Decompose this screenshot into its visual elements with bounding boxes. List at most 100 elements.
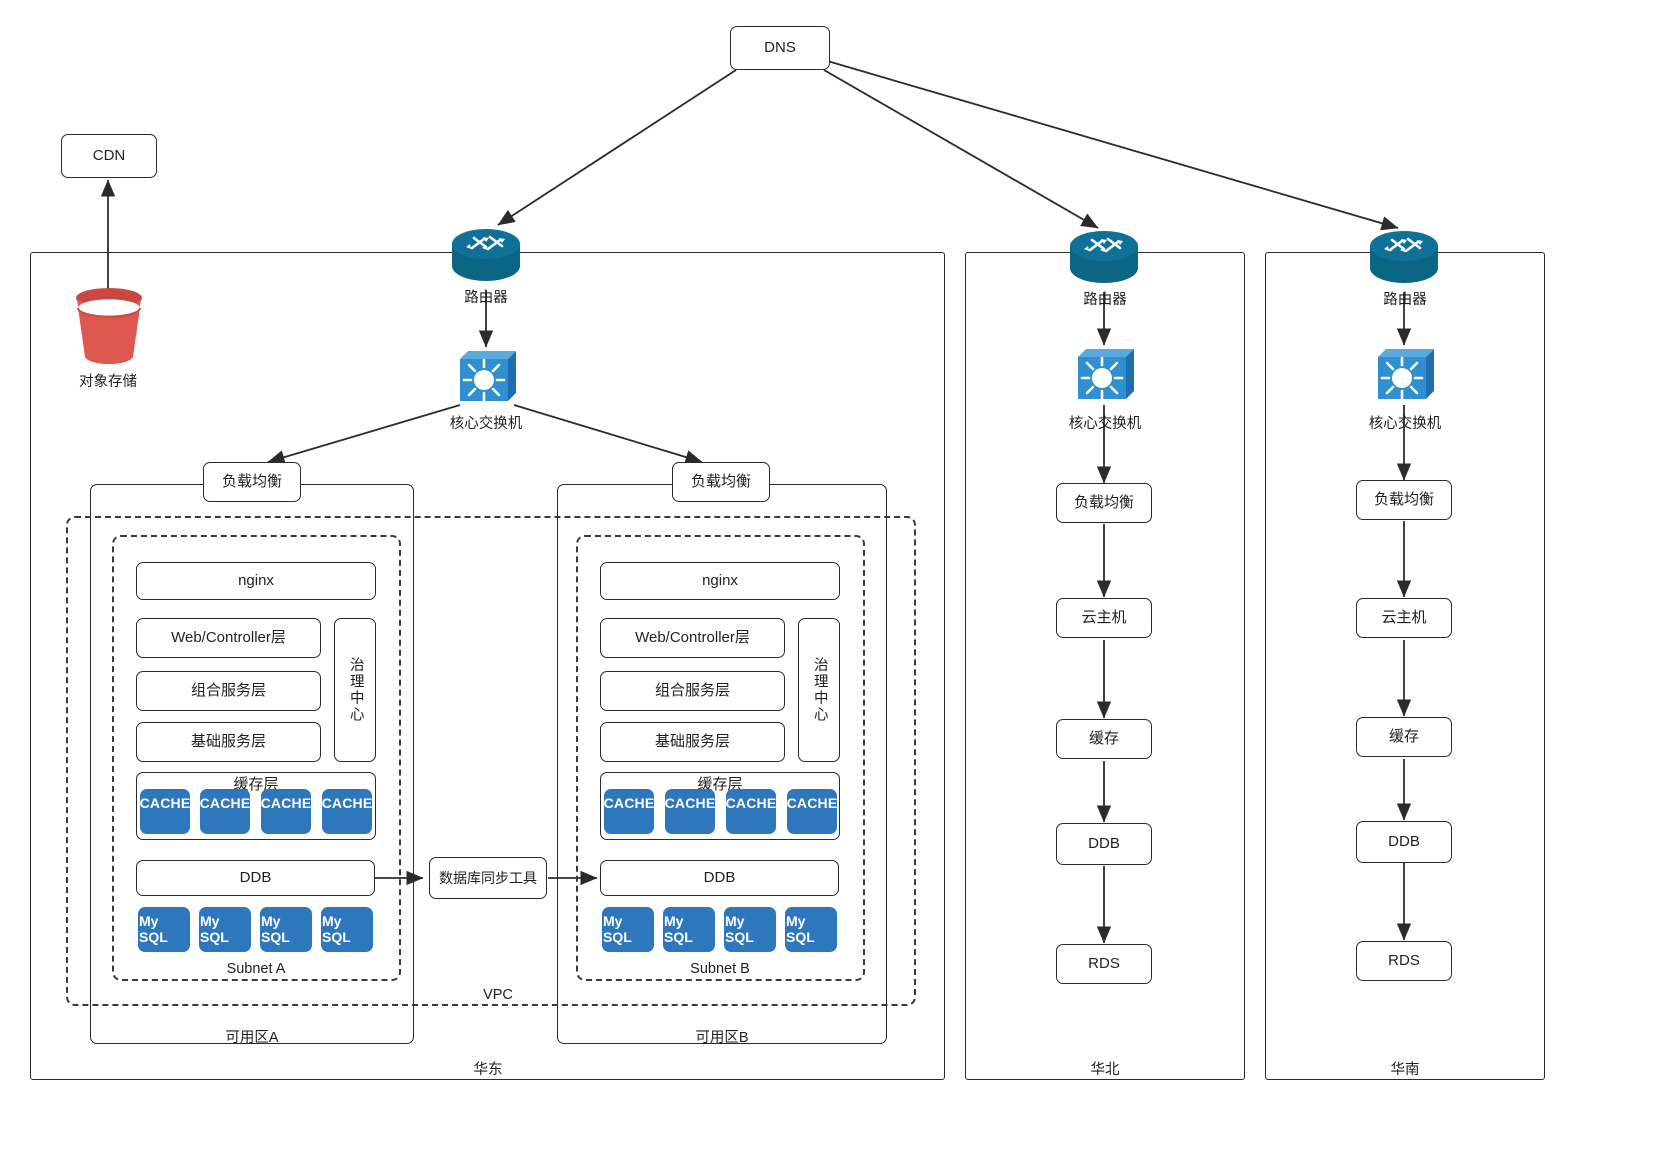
cache-node[interactable]: CACHE	[261, 789, 311, 834]
cache-node[interactable]: CACHE	[322, 789, 372, 834]
rds-north[interactable]: RDS	[1056, 944, 1152, 984]
cache-node-label: CACHE	[725, 795, 777, 811]
load-balancer-zone-b-label: 负载均衡	[690, 473, 751, 490]
ddb-north-label: DDB	[1088, 835, 1120, 852]
router-icon-east	[450, 224, 522, 286]
object-storage-bucket-icon	[72, 286, 146, 366]
region-south-label: 华南	[1390, 1062, 1420, 1078]
mysql-node-label: My SQL	[725, 913, 754, 945]
core-switch-east-label: 核心交换机	[449, 416, 523, 432]
subnet-b-boundary	[576, 535, 865, 981]
composite-service-layer-zone-a-label: 组合服务层	[190, 682, 266, 699]
ddb-south-label: DDB	[1388, 833, 1420, 850]
load-balancer-north[interactable]: 负载均衡	[1056, 483, 1152, 523]
web-controller-layer-zone-b-label: Web/Controller层	[635, 629, 750, 646]
database-sync-tool-label: 数据库同步工具	[439, 869, 537, 886]
nginx-zone-a[interactable]: nginx	[136, 562, 376, 600]
governance-center-zone-a[interactable]: 治理中心	[334, 618, 376, 762]
governance-center-zone-a-label: 治理中心	[347, 657, 364, 723]
composite-service-layer-zone-b-label: 组合服务层	[654, 682, 730, 699]
cache-north-label: 缓存	[1088, 730, 1119, 747]
cache-node[interactable]: CACHE	[726, 789, 776, 834]
router-east-label: 路由器	[464, 290, 508, 306]
load-balancer-zone-b[interactable]: 负载均衡	[672, 462, 770, 502]
mysql-node[interactable]: My SQL	[199, 907, 251, 952]
nginx-zone-b-label: nginx	[702, 572, 738, 589]
basic-service-layer-zone-a[interactable]: 基础服务层	[136, 722, 321, 762]
cloud-host-north[interactable]: 云主机	[1056, 598, 1152, 638]
cache-node-label: CACHE	[139, 795, 191, 811]
mysql-node[interactable]: My SQL	[724, 907, 776, 952]
web-controller-layer-zone-a-label: Web/Controller层	[171, 629, 286, 646]
cdn-node[interactable]: CDN	[61, 134, 157, 178]
load-balancer-south-label: 负载均衡	[1373, 491, 1434, 508]
core-switch-icon-south	[1370, 343, 1438, 405]
cache-node-label: CACHE	[260, 795, 312, 811]
load-balancer-south[interactable]: 负载均衡	[1356, 480, 1452, 520]
nginx-zone-b[interactable]: nginx	[600, 562, 840, 600]
subnet-a-label: Subnet A	[226, 961, 286, 977]
mysql-node[interactable]: My SQL	[602, 907, 654, 952]
cache-south-label: 缓存	[1388, 728, 1419, 745]
mysql-node-label: My SQL	[603, 913, 632, 945]
basic-service-layer-zone-a-label: 基础服务层	[190, 733, 266, 750]
mysql-node-label: My SQL	[664, 913, 693, 945]
cache-node[interactable]: CACHE	[787, 789, 837, 834]
database-sync-tool[interactable]: 数据库同步工具	[429, 857, 547, 899]
ddb-zone-b[interactable]: DDB	[600, 860, 839, 896]
cache-node[interactable]: CACHE	[200, 789, 250, 834]
governance-center-zone-b-label: 治理中心	[811, 657, 828, 723]
availability-zone-a-label: 可用区A	[225, 1030, 279, 1046]
load-balancer-zone-a[interactable]: 负载均衡	[203, 462, 301, 502]
mysql-node[interactable]: My SQL	[663, 907, 715, 952]
mysql-node[interactable]: My SQL	[321, 907, 373, 952]
cloud-host-south-label: 云主机	[1381, 609, 1427, 626]
dns-node[interactable]: DNS	[730, 26, 830, 70]
mysql-node-label: My SQL	[261, 913, 290, 945]
composite-service-layer-zone-a[interactable]: 组合服务层	[136, 671, 321, 711]
cache-south[interactable]: 缓存	[1356, 717, 1452, 757]
rds-south-label: RDS	[1388, 952, 1420, 969]
cache-north[interactable]: 缓存	[1056, 719, 1152, 759]
mysql-node-label: My SQL	[200, 913, 229, 945]
rds-north-label: RDS	[1088, 955, 1120, 972]
vpc-boundary	[66, 516, 916, 1006]
nginx-zone-a-label: nginx	[238, 572, 274, 589]
cache-node-label: CACHE	[321, 795, 373, 811]
ddb-zone-a[interactable]: DDB	[136, 860, 375, 896]
cloud-host-north-label: 云主机	[1081, 609, 1127, 626]
ddb-south[interactable]: DDB	[1356, 821, 1452, 863]
mysql-node-label: My SQL	[322, 913, 351, 945]
load-balancer-north-label: 负载均衡	[1073, 494, 1134, 511]
vpc-label: VPC	[483, 987, 513, 1003]
mysql-node[interactable]: My SQL	[260, 907, 312, 952]
basic-service-layer-zone-b-label: 基础服务层	[654, 733, 730, 750]
ddb-zone-b-label: DDB	[703, 869, 736, 886]
dns-label: DNS	[764, 39, 796, 56]
rds-south[interactable]: RDS	[1356, 941, 1452, 981]
availability-zone-b-label: 可用区B	[695, 1030, 749, 1046]
cache-node[interactable]: CACHE	[140, 789, 190, 834]
cache-layer-zone-b-label: 缓存层	[697, 776, 743, 793]
cache-node[interactable]: CACHE	[665, 789, 715, 834]
cache-node-label: CACHE	[603, 795, 655, 811]
cloud-host-south[interactable]: 云主机	[1356, 598, 1452, 638]
cache-node[interactable]: CACHE	[604, 789, 654, 834]
router-icon-south	[1368, 226, 1440, 288]
ddb-north[interactable]: DDB	[1056, 823, 1152, 865]
mysql-node[interactable]: My SQL	[785, 907, 837, 952]
ddb-zone-a-label: DDB	[239, 869, 272, 886]
region-east-label: 华东	[473, 1062, 503, 1078]
router-north-label: 路由器	[1083, 292, 1127, 308]
web-controller-layer-zone-b[interactable]: Web/Controller层	[600, 618, 785, 658]
web-controller-layer-zone-a[interactable]: Web/Controller层	[136, 618, 321, 658]
cdn-label: CDN	[92, 147, 126, 164]
subnet-b-label: Subnet B	[690, 961, 750, 977]
composite-service-layer-zone-b[interactable]: 组合服务层	[600, 671, 785, 711]
core-switch-south-label: 核心交换机	[1368, 416, 1442, 432]
region-north-label: 华北	[1090, 1062, 1120, 1078]
mysql-node[interactable]: My SQL	[138, 907, 190, 952]
basic-service-layer-zone-b[interactable]: 基础服务层	[600, 722, 785, 762]
governance-center-zone-b[interactable]: 治理中心	[798, 618, 840, 762]
